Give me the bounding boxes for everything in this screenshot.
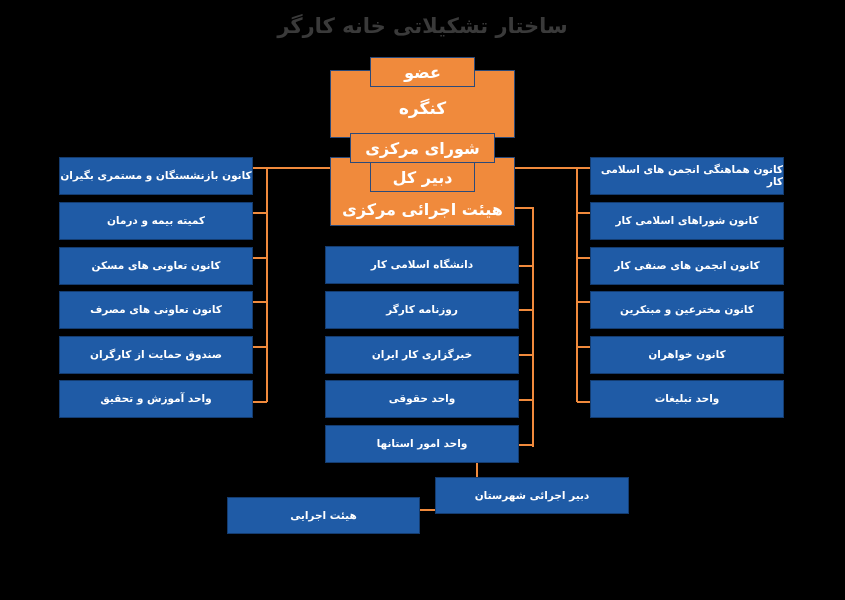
center-unit-box: خبرگزاری کار ایران xyxy=(325,336,519,374)
right-unit-box: کانون مخترعین و مبتکرین xyxy=(590,291,784,329)
left-unit-box: کانون تعاونی های مصرف xyxy=(59,291,253,329)
left-unit-box: صندوق حمایت از کارگران xyxy=(59,336,253,374)
left-unit-box: کمیته بیمه و درمان xyxy=(59,202,253,240)
center-unit-box: دانشگاه اسلامی کار xyxy=(325,246,519,284)
center-unit-box: روزنامه کارگر xyxy=(325,291,519,329)
center-unit-box: واحد حقوقی xyxy=(325,380,519,418)
right-unit-box: واحد تبلیغات xyxy=(590,380,784,418)
city-secretary-box: دبیر اجرائی شهرستان xyxy=(435,477,629,514)
right-unit-box: کانون شوراهای اسلامی کار xyxy=(590,202,784,240)
chart-title: ساختار تشکیلاتی خانه کارگر xyxy=(277,14,568,38)
left-unit-box: کانون بازنشستگان و مستمری بگیران xyxy=(59,157,253,195)
left-unit-box: واحد آموزش و تحقیق xyxy=(59,380,253,418)
right-unit-box: کانون هماهنگی انجمن های اسلامی کار xyxy=(590,157,784,195)
secretary-general-box: دبیر کل xyxy=(370,162,475,192)
left-unit-box: کانون تعاونی های مسکن xyxy=(59,247,253,285)
right-unit-box: کانون انجمن های صنفی کار xyxy=(590,247,784,285)
executive-board-box: هیئت اجرایی xyxy=(227,497,420,534)
central-council-box: شورای مرکزی xyxy=(350,133,495,163)
right-unit-box: کانون خواهران xyxy=(590,336,784,374)
center-unit-box: واحد امور استانها xyxy=(325,425,519,463)
member-box: عضو xyxy=(370,57,475,87)
